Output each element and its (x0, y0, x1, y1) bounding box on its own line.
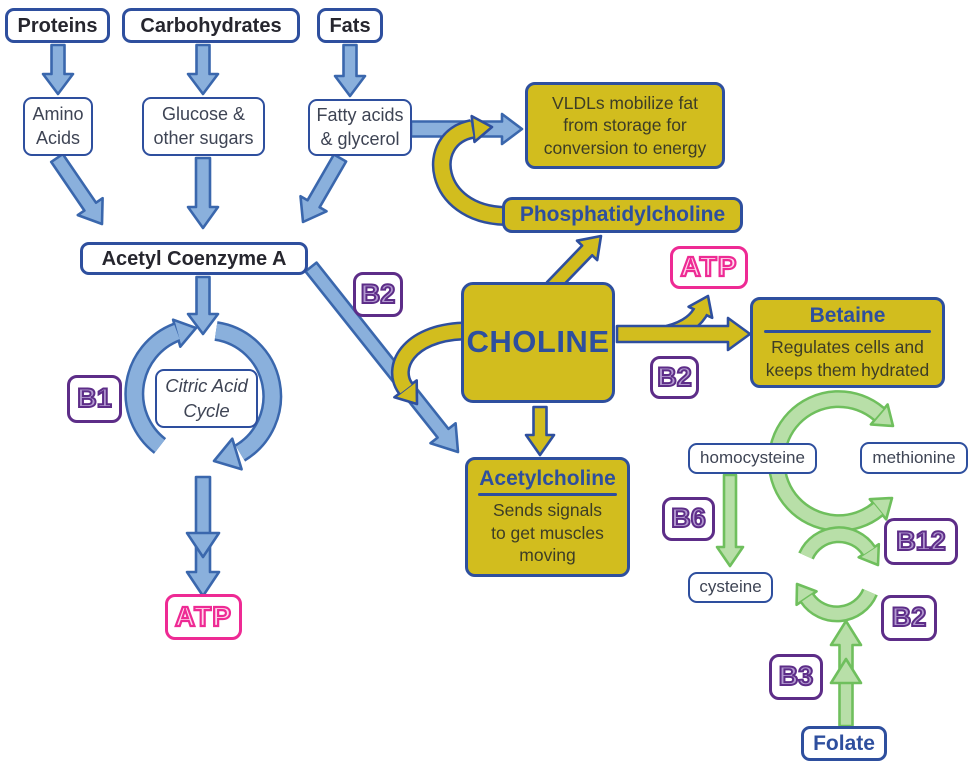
arrow-choline-to-acetylcholine (524, 405, 556, 457)
arrow-amino-to-acetylcoa (49, 152, 104, 226)
vitamin-b1-badge: B1 (67, 375, 122, 423)
b12-cycle-arc-top (798, 526, 881, 567)
arrow-acetylcoa-to-cycle (186, 275, 220, 336)
citric-cycle-arc-right (212, 321, 283, 471)
arrow-homocysteine-to-cysteine (715, 473, 745, 568)
betaine-title: Betaine (809, 304, 886, 328)
arrow-fatty-to-acetylcoa (299, 153, 348, 224)
arrow-choline-to-betaine (615, 316, 752, 352)
node-proteins: Proteins (5, 8, 110, 43)
node-atp-left: ATP (165, 594, 242, 640)
node-choline: CHOLINE (461, 282, 615, 403)
arrow-fats-to-fatty-acids (333, 43, 367, 98)
node-atp-right: ATP (670, 246, 748, 289)
node-folate: Folate (801, 726, 887, 761)
node-glucose: Glucose & other sugars (142, 97, 265, 156)
arrow-choline-curve-to-acetylcholine (391, 321, 464, 406)
arrow-phosphatidylcholine-to-vldl (431, 114, 506, 226)
node-citric-acid-cycle: Citric Acid Cycle (155, 369, 258, 428)
vitamin-b6-badge: B6 (662, 497, 715, 541)
betaine-underline (764, 330, 931, 334)
betaine-description: Regulates cells and keeps them hydrated (765, 337, 930, 380)
node-amino-acids: Amino Acids (23, 97, 93, 156)
arrow-acetylcoa-to-acetylcholine (304, 261, 460, 454)
node-betaine: Betaine Regulates cells and keeps them h… (750, 297, 945, 388)
vitamin-b2-badge-right: B2 (650, 356, 699, 399)
arrow-carbohydrates-to-glucose (186, 43, 220, 96)
node-phosphatidylcholine: Phosphatidylcholine (502, 197, 743, 233)
vitamin-b2-badge-cycle: B2 (881, 595, 937, 641)
node-acetyl-coenzyme-a: Acetyl Coenzyme A (80, 242, 308, 275)
acetylcholine-description: Sends signals to get muscles moving (491, 500, 604, 566)
citric-cycle-arc-left (124, 318, 198, 454)
arrow-glucose-to-acetylcoa (186, 156, 220, 230)
node-methionine: methionine (860, 442, 968, 474)
arrow-folate-to-cycle (829, 619, 863, 728)
vitamin-b2-badge-top: B2 (353, 272, 403, 317)
node-carbohydrates: Carbohydrates (122, 8, 300, 43)
node-vldl: VLDLs mobilize fat from storage for conv… (525, 82, 725, 169)
vitamin-b3-badge: B3 (769, 654, 823, 700)
node-homocysteine: homocysteine (688, 443, 817, 474)
node-acetylcholine: Acetylcholine Sends signals to get muscl… (465, 457, 630, 577)
vitamin-b12-badge: B12 (884, 518, 958, 565)
node-fatty-acids: Fatty acids & glycerol (308, 99, 412, 156)
arrow-cycle-to-atp (185, 475, 221, 598)
node-fats: Fats (317, 8, 383, 43)
node-cysteine: cysteine (688, 572, 773, 603)
acetylcholine-underline (477, 493, 618, 497)
b12-cycle-arc-bottom (795, 582, 878, 623)
arrow-proteins-to-amino (41, 43, 75, 96)
acetylcholine-title: Acetylcholine (479, 467, 616, 491)
arrow-choline-to-phosphatidylcholine (545, 234, 603, 294)
